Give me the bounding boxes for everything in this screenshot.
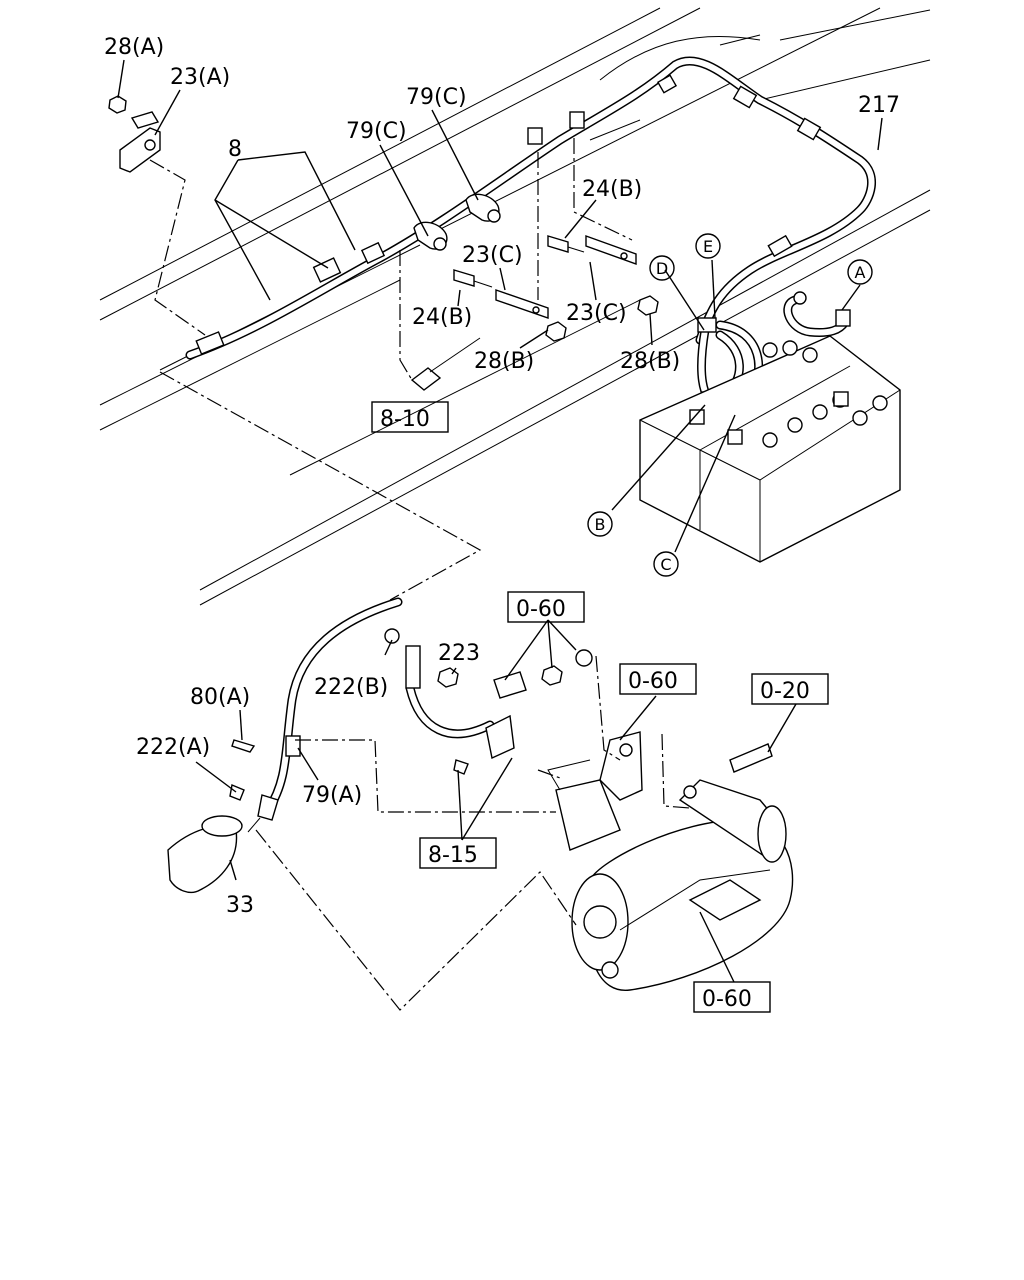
connection-markers: A B C D E — [587, 233, 873, 577]
reference-boxes: 8-10 0-60 0-60 0-20 8-15 0-60 — [371, 401, 829, 1013]
label-bracket-23c-left: 23(C) — [462, 243, 523, 268]
label-bracket-23c-right: 23(C) — [566, 301, 627, 326]
ref-0-60-top: 0-60 — [516, 597, 566, 622]
starter-cable — [167, 597, 794, 991]
svg-text:A: A — [855, 263, 866, 282]
label-harness-8: 8 — [228, 137, 242, 162]
label-bolt-222b: 222(B) — [314, 675, 388, 700]
svg-text:D: D — [656, 259, 668, 278]
ref-0-60-top-box: 0-60 — [507, 591, 585, 623]
marker-d: D — [649, 255, 675, 281]
ref-8-15: 8-15 — [428, 843, 478, 868]
marker-a: A — [847, 259, 873, 285]
ref-0-20-box: 0-20 — [751, 673, 829, 705]
svg-text:E: E — [703, 237, 713, 256]
ref-0-60-mid: 0-60 — [628, 669, 678, 694]
label-boot-33: 33 — [226, 893, 254, 918]
label-nut-223: 223 — [438, 641, 480, 666]
label-clip-79c-upper: 79(C) — [406, 85, 467, 110]
label-nut-28a: 28(A) — [104, 35, 164, 60]
ref-0-60-mid-box: 0-60 — [619, 663, 697, 695]
label-clip-79c-lower: 79(C) — [346, 119, 407, 144]
svg-text:B: B — [595, 515, 606, 534]
ref-0-60-bottom-box: 0-60 — [693, 981, 771, 1013]
svg-text:C: C — [660, 555, 671, 574]
marker-e: E — [695, 233, 721, 259]
bracket-23c-parts — [108, 95, 659, 391]
label-cable-217: 217 — [858, 93, 900, 118]
label-bolt-24b-left: 24(B) — [412, 305, 472, 330]
marker-b: B — [587, 511, 613, 537]
label-bracket-23a: 23(A) — [170, 65, 230, 90]
ref-8-10-box: 8-10 — [371, 401, 449, 433]
marker-c: C — [653, 551, 679, 577]
ref-0-60-bottom: 0-60 — [702, 987, 752, 1012]
label-bolt-80a: 80(A) — [190, 685, 250, 710]
leader-lines — [117, 59, 883, 983]
ref-8-10: 8-10 — [380, 407, 430, 432]
label-bolt-24b-right: 24(B) — [582, 177, 642, 202]
routing-lines — [149, 138, 691, 1011]
label-bolt-222a: 222(A) — [136, 735, 210, 760]
part-labels: 28(A) 23(A) 8 79(C) 79(C) 217 24(B) 23(C… — [104, 35, 900, 918]
label-nut-28b-right: 28(B) — [620, 349, 680, 374]
label-clip-79a: 79(A) — [302, 783, 362, 808]
label-nut-28b-left: 28(B) — [474, 349, 534, 374]
ref-0-20: 0-20 — [760, 679, 810, 704]
batteries — [639, 335, 901, 563]
ref-8-15-box: 8-15 — [419, 837, 497, 869]
clip-79c-parts — [413, 193, 501, 251]
